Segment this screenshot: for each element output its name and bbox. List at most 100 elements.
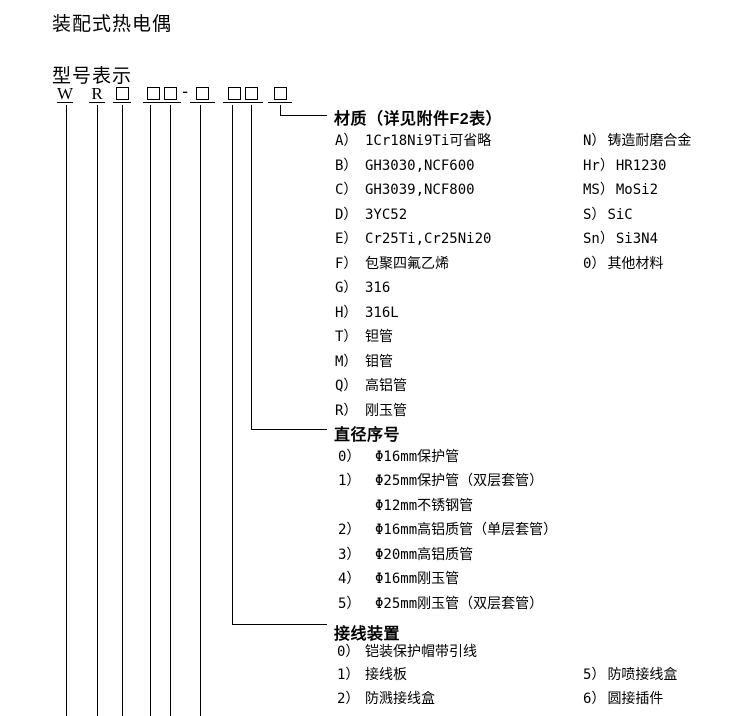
- section-title-material: 材质（详见附件F2表）: [334, 111, 503, 128]
- item-code: T）: [335, 329, 358, 345]
- leader-line-terminal: [232, 624, 327, 625]
- item-label: Cr25Ti,Cr25Ni20: [365, 231, 492, 247]
- list-item: N）铸造耐磨合金: [583, 134, 691, 149]
- item-code: B）: [335, 158, 358, 174]
- list-item: Sn）Si3N4: [583, 232, 658, 247]
- list-item: 0）其他材料: [583, 257, 663, 272]
- item-label: 包聚四氟乙烯: [365, 256, 449, 272]
- leader-line: [200, 105, 201, 716]
- item-label: Φ16mm高铝质管（单层套管）: [375, 522, 558, 538]
- list-item: 2） 防溅接线盒: [337, 692, 435, 707]
- item-label: Φ25mm刚玉管（双层套管）: [375, 596, 544, 612]
- code-box: [196, 86, 209, 100]
- item-code: R）: [335, 403, 358, 419]
- code-unit-3: [190, 84, 215, 103]
- code-letter-r: R: [91, 83, 103, 103]
- item-code: 2）: [338, 522, 361, 538]
- code-unit-4: [223, 84, 263, 103]
- code-unit-5: [268, 84, 292, 103]
- item-label: 铸造耐磨合金: [607, 133, 692, 149]
- code-box: [147, 86, 160, 100]
- item-code: M）: [335, 354, 358, 370]
- model-designation-heading: 型号表示: [52, 66, 133, 87]
- list-item: 2） Φ16mm高铝质管（单层套管）: [338, 523, 557, 538]
- code-box: [164, 86, 177, 100]
- list-item: Hr）HR1230: [583, 159, 666, 174]
- section-title-diameter: 直径序号: [334, 427, 401, 444]
- list-item: G）316: [335, 281, 390, 296]
- list-item: R） 刚玉管: [335, 404, 407, 419]
- item-label: 316L: [365, 305, 399, 321]
- item-code: Sn）: [583, 231, 614, 247]
- item-code: D）: [335, 207, 358, 223]
- item-label: 钽管: [365, 329, 393, 345]
- leader-line-terminal: [232, 105, 233, 625]
- list-item: 1）Φ25mm保护管（双层套管）: [338, 474, 543, 489]
- item-label: Φ25mm保护管（双层套管）: [375, 473, 544, 489]
- leader-line-material: [280, 105, 281, 116]
- item-label: MoSi2: [615, 182, 659, 198]
- item-label: 钼管: [365, 354, 393, 370]
- item-code: 0）: [337, 644, 360, 660]
- item-code: H）: [335, 305, 358, 321]
- leader-line: [170, 105, 171, 716]
- leader-line: [150, 105, 151, 716]
- item-code: E）: [335, 231, 358, 247]
- item-code: MS）: [583, 182, 614, 198]
- list-item: 1）接线板: [337, 668, 407, 683]
- item-label: HR1230: [615, 158, 667, 174]
- item-label: GH3039,NCF800: [365, 182, 475, 198]
- list-item: 0） Φ16mm保护管: [338, 450, 459, 465]
- item-label: 防溅接线盒: [365, 691, 435, 707]
- list-item: MS）MoSi2: [583, 183, 658, 198]
- section-title-terminal: 接线装置: [334, 626, 401, 643]
- item-code: 0）: [338, 449, 361, 465]
- list-item: B）GH3030,NCF600: [335, 159, 475, 174]
- item-code: 1）: [337, 667, 360, 683]
- item-label: 刚玉管: [365, 403, 407, 419]
- item-label: Si3N4: [615, 231, 659, 247]
- code-box: [115, 86, 129, 100]
- item-label: 高铝管: [365, 378, 407, 394]
- list-item: M） 钼管: [335, 355, 393, 370]
- item-label: 圆接插件: [607, 691, 664, 707]
- leader-line-diameter: [251, 429, 327, 430]
- leader-line: [97, 105, 98, 716]
- code-box: [273, 86, 287, 100]
- list-item: 4）Φ16mm刚玉管: [338, 572, 459, 587]
- page-title: 装配式热电偶: [52, 14, 173, 35]
- item-code: 3）: [338, 547, 361, 563]
- code-box: [245, 86, 258, 100]
- item-label: 其他材料: [607, 256, 664, 272]
- code-dash: -: [180, 82, 191, 102]
- item-code: G）: [335, 280, 358, 296]
- code-unit-2: [143, 84, 181, 103]
- leader-line-material: [280, 115, 327, 116]
- list-item: E） Cr25Ti,Cr25Ni20: [335, 232, 491, 247]
- item-code: 5）: [338, 596, 361, 612]
- item-label: Φ12mm不锈钢管: [375, 498, 474, 514]
- item-label: Φ16mm刚玉管: [375, 571, 460, 587]
- list-item: H） 316L: [335, 306, 399, 321]
- item-code: Q）: [335, 378, 358, 394]
- list-item: Q） 高铝管: [335, 379, 407, 394]
- item-label: 3YC52: [365, 207, 408, 223]
- code-box: [228, 86, 241, 100]
- list-item: Φ12mm不锈钢管: [338, 499, 473, 514]
- item-code: Hr）: [583, 158, 614, 174]
- list-item: 5） Φ25mm刚玉管（双层套管）: [338, 597, 543, 612]
- list-item: F）包聚四氟乙烯: [335, 257, 449, 272]
- item-code: 0）: [583, 256, 606, 272]
- item-label: 防喷接线盒: [607, 667, 678, 683]
- leader-line: [122, 105, 123, 716]
- code-unit-r: R: [89, 84, 105, 103]
- code-letter-w: W: [56, 83, 74, 103]
- item-code: 5）: [583, 667, 606, 683]
- item-label: 1Cr18Ni9Ti可省略: [365, 133, 492, 149]
- list-item: 5）防喷接线盒: [583, 668, 677, 683]
- item-label: Φ20mm高铝质管: [375, 547, 474, 563]
- item-code: 2）: [337, 691, 360, 707]
- code-unit-1: [113, 84, 131, 103]
- item-label: Φ16mm保护管: [375, 449, 460, 465]
- item-code: S）: [583, 207, 606, 223]
